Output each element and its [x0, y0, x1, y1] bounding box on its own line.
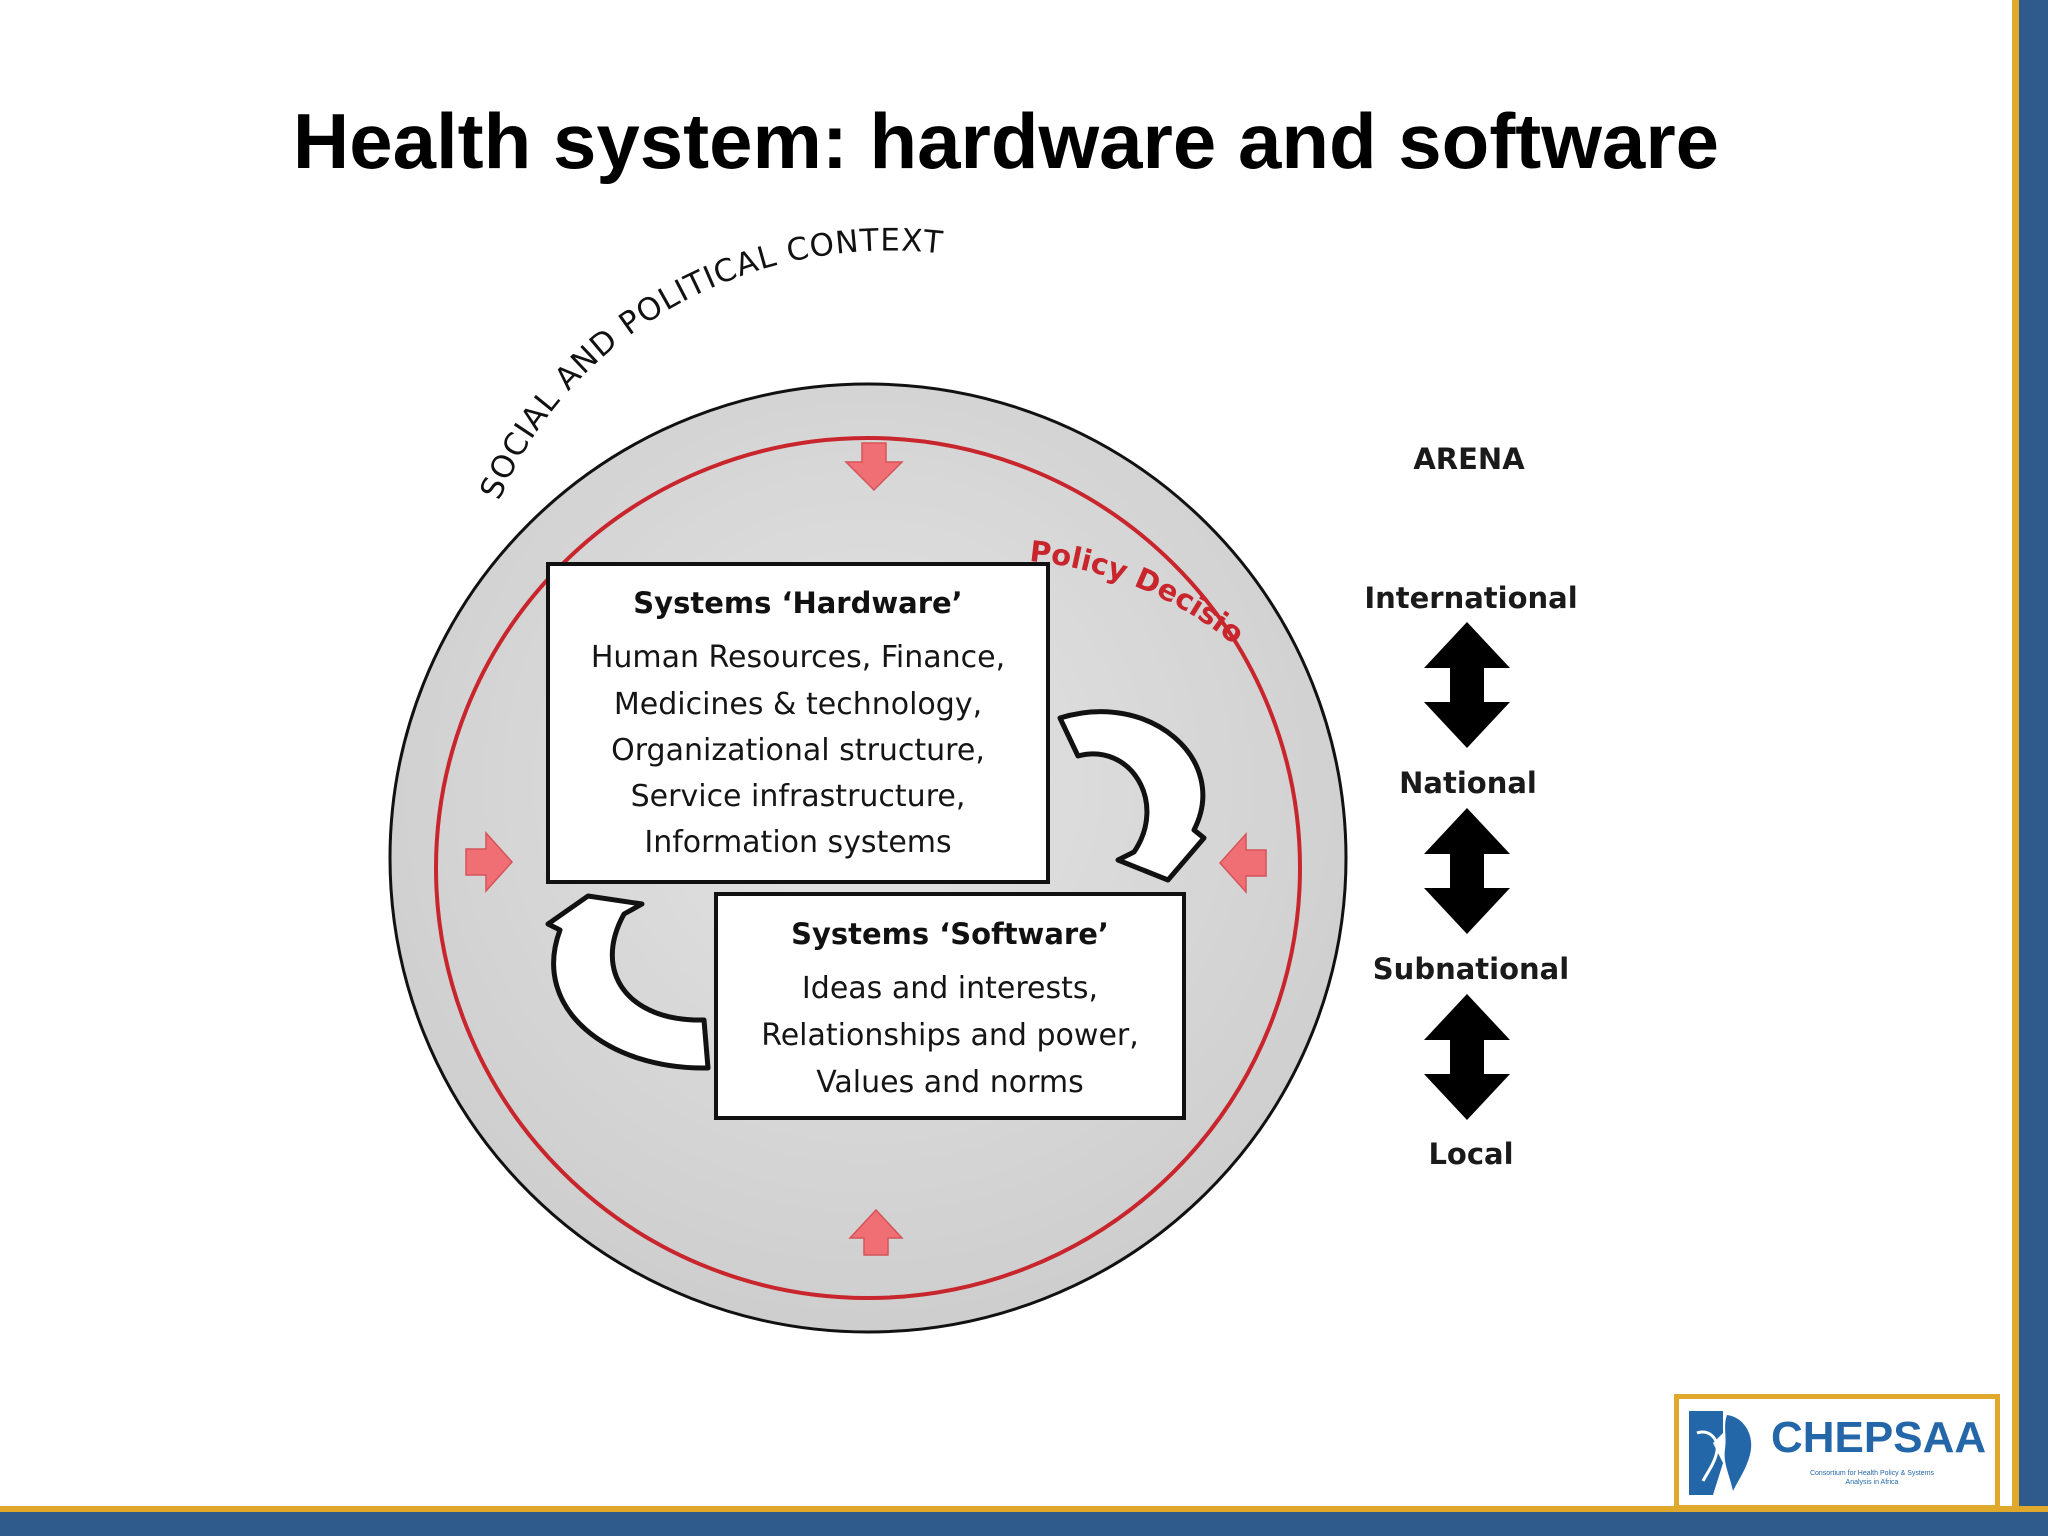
- arena-level-subnational: Subnational: [1373, 952, 1569, 986]
- cycle-arrow-left-icon: [545, 893, 711, 1071]
- right-accent-bar: [2012, 0, 2048, 1536]
- software-line: Values and norms: [816, 1065, 1084, 1100]
- cycle-arrow-right-icon: [1057, 709, 1207, 883]
- hardware-box-title: Systems ‘Hardware’: [633, 586, 962, 620]
- software-box-title: Systems ‘Software’: [791, 917, 1109, 951]
- arrow-top-icon: [844, 442, 904, 492]
- arrow-left-icon: [465, 831, 514, 893]
- arrow-bottom-icon: [848, 1208, 904, 1256]
- software-line: Relationships and power,: [761, 1018, 1139, 1053]
- hardware-box: [546, 562, 1050, 884]
- logo-tagline: Consortium for Health Policy & Systems A…: [1809, 1470, 1935, 1486]
- arena-heading: ARENA: [1413, 442, 1525, 476]
- software-line: Ideas and interests,: [802, 971, 1098, 1006]
- arena-level-international: International: [1364, 581, 1577, 615]
- policy-ring: [434, 436, 1302, 1300]
- hardware-line: Service infrastructure,: [631, 779, 966, 814]
- bottom-accent-bar: [0, 1506, 2048, 1536]
- double-arrow-icon: [1424, 994, 1510, 1120]
- hardware-line: Information systems: [644, 825, 951, 860]
- arena-level-national: National: [1399, 766, 1537, 800]
- africa-globe-icon: [1683, 1403, 1767, 1503]
- hardware-line: Organizational structure,: [611, 733, 985, 768]
- chepsaa-logo: CHEPSAA Consortium for Health Policy & S…: [1674, 1394, 2000, 1510]
- logo-name: CHEPSAA: [1771, 1413, 1987, 1462]
- arrow-right-icon: [1218, 832, 1267, 894]
- hardware-line: Human Resources, Finance,: [591, 640, 1005, 675]
- arena-level-local: Local: [1428, 1137, 1513, 1171]
- slide-title: Health system: hardware and software: [292, 97, 1720, 185]
- double-arrow-icon: [1424, 808, 1510, 934]
- software-box: [714, 892, 1186, 1120]
- double-arrow-icon: [1424, 622, 1510, 748]
- hardware-line: Medicines & technology,: [614, 687, 982, 722]
